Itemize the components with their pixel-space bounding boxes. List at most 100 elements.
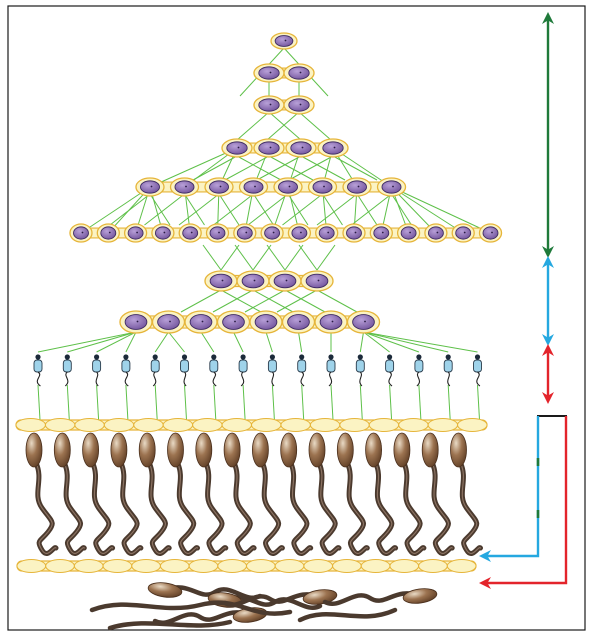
- cell-nucleus: [288, 98, 310, 112]
- spermatid-body: [297, 359, 307, 373]
- spermatozoon: [110, 432, 144, 556]
- cyst-segment: [418, 559, 448, 573]
- nucleolus: [269, 103, 272, 106]
- spermatid-tail: [212, 371, 217, 387]
- link-line: [154, 331, 169, 353]
- spermatid: [473, 354, 482, 387]
- spermatid-head: [299, 354, 305, 360]
- cyst-segment: [427, 418, 459, 432]
- sperm-head: [336, 432, 354, 468]
- cyst-segment: [389, 559, 420, 573]
- spermatid-tail: [183, 371, 187, 387]
- nucleolus: [299, 71, 302, 74]
- nucleolus: [237, 146, 240, 149]
- link-line: [301, 384, 305, 421]
- spermatozoon: [365, 432, 399, 556]
- spermatid-head: [416, 354, 422, 360]
- eight-cell-cyst-row: [135, 177, 407, 197]
- link-line: [363, 331, 449, 353]
- spermatocyte-eight-cyst-row: [119, 310, 381, 334]
- spermatozoon: [280, 432, 314, 556]
- link-line: [220, 289, 262, 313]
- cell-nucleus: [455, 226, 472, 240]
- link-line: [391, 186, 464, 234]
- sperm-tail-highlight: [176, 462, 199, 555]
- spermatid-body: [62, 359, 72, 373]
- link-line: [418, 384, 422, 421]
- spermatozoon: [251, 432, 285, 556]
- spermatid: [92, 354, 102, 387]
- spermatid-tail: [328, 371, 333, 387]
- link-line: [447, 384, 451, 421]
- link-line: [389, 384, 393, 421]
- nucleolus: [163, 231, 166, 234]
- sperm-tail-highlight: [120, 462, 142, 555]
- nucleolus: [272, 231, 275, 234]
- blue-return-arrow: [479, 416, 540, 562]
- link-line: [477, 384, 480, 421]
- spermatozoon: [308, 432, 342, 556]
- cell-nucleus: [305, 273, 329, 289]
- cell-nucleus: [287, 314, 310, 330]
- link-line: [125, 384, 129, 421]
- nucleolus: [253, 279, 256, 282]
- cell-nucleus: [154, 226, 171, 240]
- nucleolus: [221, 279, 224, 282]
- spermatid-tail: [64, 371, 69, 387]
- spermatid-head: [181, 354, 188, 360]
- spermatozoon: [167, 432, 200, 556]
- link-line: [184, 384, 187, 421]
- spermatid: [180, 354, 189, 387]
- link-line: [213, 384, 217, 421]
- nucleolus: [333, 146, 336, 149]
- link-line: [298, 111, 332, 141]
- cell-nucleus: [209, 273, 233, 289]
- spermatid-head: [328, 354, 334, 360]
- spermatid-body: [180, 359, 189, 373]
- link-line: [316, 289, 358, 313]
- nucleolus: [463, 231, 466, 234]
- link-line: [200, 331, 215, 353]
- spermatid: [443, 354, 453, 387]
- link-line: [149, 147, 238, 188]
- link-line: [284, 244, 304, 271]
- spermatid: [150, 354, 160, 387]
- spermatid: [33, 354, 43, 387]
- cell-nucleus: [381, 180, 402, 194]
- cyst-segment: [446, 559, 477, 573]
- cell-nucleus: [258, 141, 280, 155]
- spermatid-head: [35, 354, 41, 360]
- loose-tail: [297, 607, 398, 623]
- cyst-segment: [16, 559, 47, 573]
- nucleolus: [219, 185, 222, 188]
- spermatid-head: [152, 354, 158, 360]
- link-line: [316, 193, 358, 226]
- nucleolus: [409, 231, 411, 234]
- nucleolus: [357, 185, 360, 188]
- cyst-segment: [102, 559, 133, 573]
- spermatid-head: [387, 354, 393, 360]
- spermatid-head: [269, 354, 275, 360]
- cell-nucleus: [73, 226, 89, 240]
- sperm-head: [280, 432, 298, 468]
- link-line: [330, 384, 334, 421]
- link-line: [80, 186, 151, 234]
- spermatozoon: [25, 432, 59, 556]
- nucleolus: [245, 231, 248, 234]
- link-line: [66, 384, 70, 421]
- nucleolus: [364, 320, 366, 323]
- cyst-segment: [133, 418, 164, 432]
- link-line: [268, 155, 314, 181]
- sperm-head: [421, 432, 439, 468]
- link-line: [168, 331, 185, 353]
- cyst-segment: [457, 418, 488, 432]
- link-line: [271, 384, 275, 421]
- cyst-segment: [251, 418, 282, 432]
- sperm-head: [223, 432, 241, 468]
- cell-nucleus: [322, 141, 344, 155]
- nucleolus: [323, 185, 325, 188]
- cell-nucleus: [157, 314, 180, 330]
- spermatid-body: [355, 359, 365, 373]
- sperm-tail-highlight: [148, 462, 170, 555]
